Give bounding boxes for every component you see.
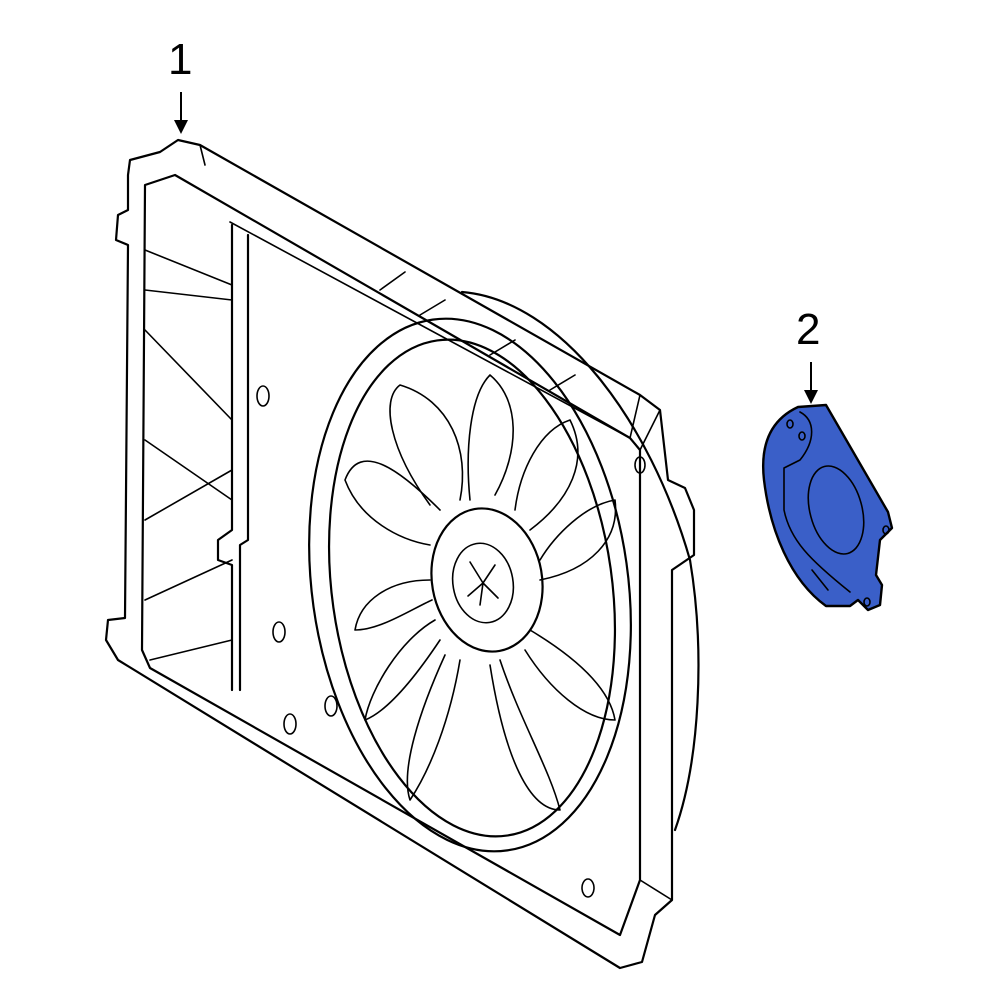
callout-1-arrow <box>174 92 188 134</box>
callout-2-label[interactable]: 2 <box>796 305 821 354</box>
callout-1-label[interactable]: 1 <box>168 35 193 84</box>
fan-shroud-assembly[interactable] <box>104 138 700 970</box>
fan-motor-bracket[interactable] <box>762 403 894 612</box>
callout-2-arrow <box>804 362 818 404</box>
